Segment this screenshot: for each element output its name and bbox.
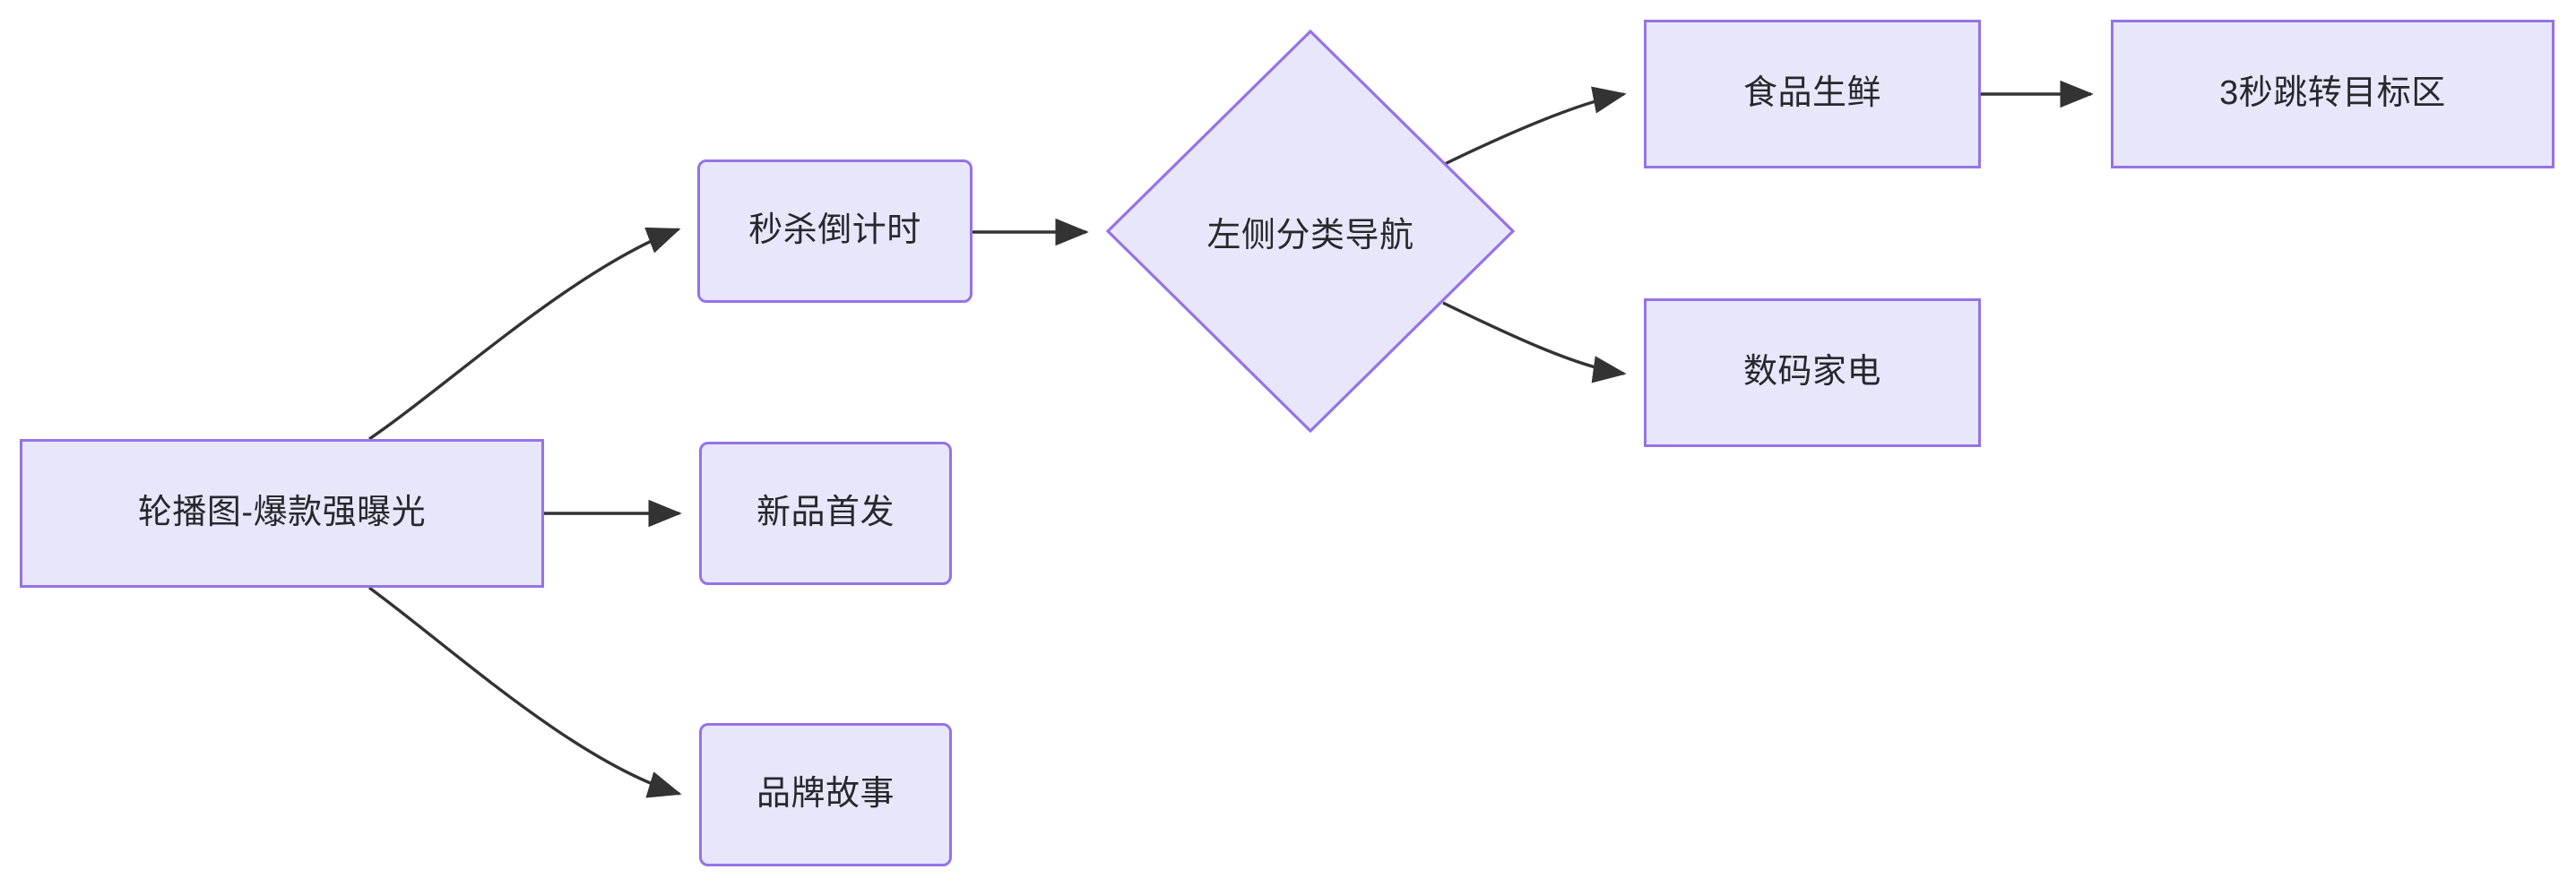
node-newproduct[interactable]: 新品首发	[699, 442, 952, 585]
node-label-digitalappliance: 数码家电	[1742, 353, 1881, 392]
node-label-newproduct: 新品首发	[756, 494, 895, 532]
node-brandstory[interactable]: 品牌故事	[699, 723, 952, 866]
node-label-categorynav: 左侧分类导航	[1206, 216, 1414, 254]
node-label-flashsale: 秒杀倒计时	[748, 211, 921, 250]
node-freshfood[interactable]: 食品生鲜	[1644, 20, 1981, 168]
node-digitalappliance[interactable]: 数码家电	[1644, 298, 1981, 447]
edge-carousel-to-flashsale	[368, 227, 681, 441]
node-label-jumptarget: 3秒跳转目标区	[2219, 74, 2446, 113]
node-jumptarget[interactable]: 3秒跳转目标区	[2111, 20, 2554, 168]
node-label-carousel: 轮播图-爆款强曝光	[137, 494, 427, 532]
node-categorynav[interactable]: 左侧分类导航	[1106, 30, 1515, 433]
diamond-shape-icon	[1106, 30, 1515, 433]
node-label-freshfood: 食品生鲜	[1742, 74, 1881, 113]
node-carousel[interactable]: 轮播图-爆款强曝光	[20, 439, 544, 588]
node-flashsale[interactable]: 秒杀倒计时	[697, 159, 972, 303]
edge-carousel-to-brandstory	[367, 586, 682, 798]
node-label-brandstory: 品牌故事	[756, 775, 895, 814]
